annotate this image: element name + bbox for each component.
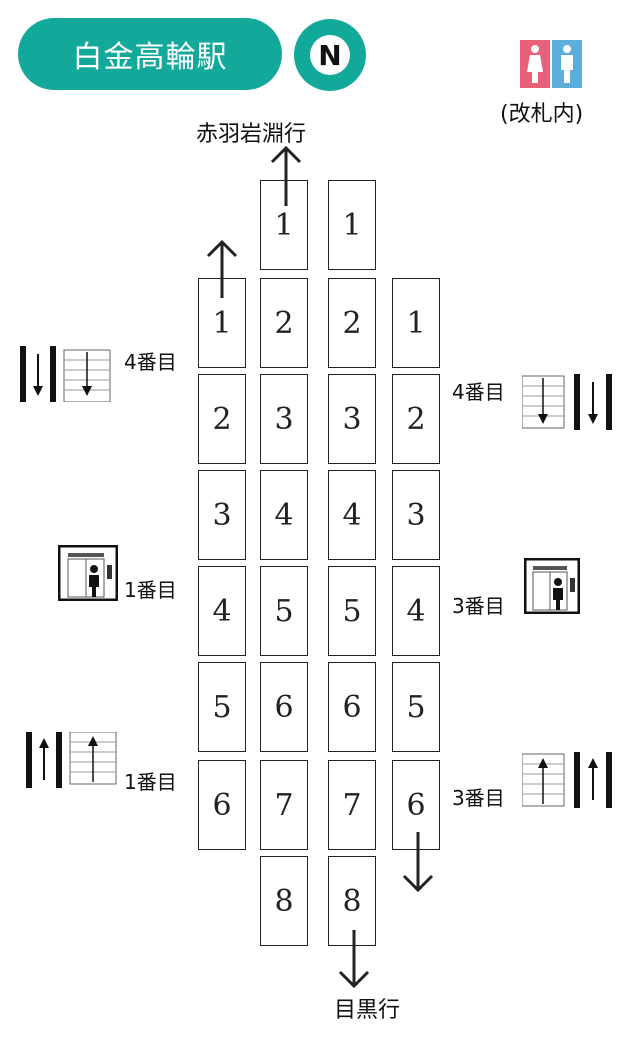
- car-c-2: 2: [328, 278, 376, 368]
- elevator-icon: [524, 558, 580, 614]
- escalator-up-icon: [522, 752, 612, 808]
- car-c-7: 7: [328, 760, 376, 850]
- car-c-5: 5: [328, 566, 376, 656]
- station-name: 白金高輪駅: [72, 40, 228, 75]
- escalator-down-icon: [522, 374, 612, 430]
- car-c-8: 8: [328, 856, 376, 946]
- restroom-note: (改札内): [500, 102, 584, 127]
- label-left-escalator-up: 1番目: [124, 770, 177, 794]
- car-c-6: 6: [328, 662, 376, 752]
- label-right-escalator-down: 4番目: [452, 380, 505, 404]
- car-c-4: 4: [328, 470, 376, 560]
- car-d-1: 1: [392, 278, 440, 368]
- car-b-5: 5: [260, 566, 308, 656]
- direction-bottom-label: 目黒行: [334, 998, 401, 1023]
- car-b-3: 3: [260, 374, 308, 464]
- car-b-1: 1: [260, 180, 308, 270]
- station-name-badge: 白金高輪駅: [18, 18, 282, 90]
- elevator-icon: [58, 545, 118, 601]
- label-left-escalator-down: 4番目: [124, 350, 177, 374]
- car-a-2: 2: [198, 374, 246, 464]
- car-a-3: 3: [198, 470, 246, 560]
- car-d-2: 2: [392, 374, 440, 464]
- car-b-6: 6: [260, 662, 308, 752]
- escalator-down-icon: [20, 346, 111, 402]
- car-d-3: 3: [392, 470, 440, 560]
- car-b-4: 4: [260, 470, 308, 560]
- restroom-icon: [520, 40, 582, 88]
- label-left-elevator: 1番目: [124, 578, 177, 602]
- car-a-6: 6: [198, 760, 246, 850]
- car-a-5: 5: [198, 662, 246, 752]
- car-d-5: 5: [392, 662, 440, 752]
- car-a-1: 1: [198, 278, 246, 368]
- car-c-3: 3: [328, 374, 376, 464]
- car-a-4: 4: [198, 566, 246, 656]
- north-label: N: [310, 35, 350, 75]
- car-d-4: 4: [392, 566, 440, 656]
- escalator-up-icon: [26, 732, 117, 788]
- car-b-2: 2: [260, 278, 308, 368]
- label-right-escalator-up: 3番目: [452, 786, 505, 810]
- car-c-1: 1: [328, 180, 376, 270]
- north-icon: N: [294, 19, 366, 91]
- car-b-8: 8: [260, 856, 308, 946]
- car-d-6: 6: [392, 760, 440, 850]
- car-b-7: 7: [260, 760, 308, 850]
- label-right-elevator: 3番目: [452, 594, 505, 618]
- direction-top-label: 赤羽岩淵行: [196, 122, 307, 147]
